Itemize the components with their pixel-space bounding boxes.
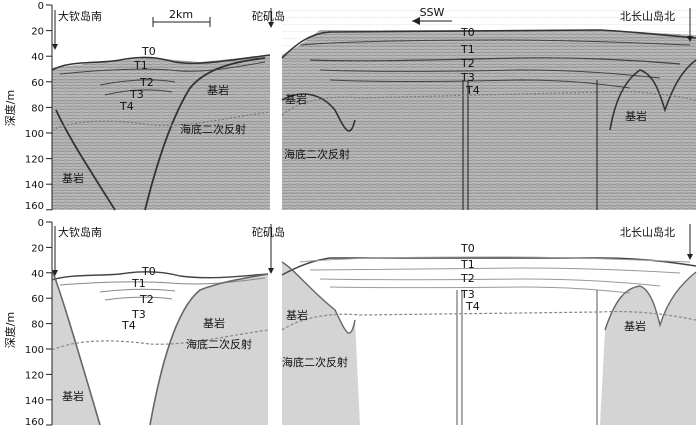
bottom-tick-0: 0 (38, 218, 44, 229)
top-y-axis-label: 深度/m (3, 90, 17, 126)
bottom-panel: 0 20 40 60 80 100 120 140 160 深度/m (3, 218, 697, 428)
top-left-location: 大钦岛南 (58, 9, 102, 23)
bottom-right-T1: T1 (460, 258, 475, 271)
bottom-left-location: 大钦岛南 (58, 225, 102, 239)
bottom-bedrock-3: 基岩 (286, 308, 308, 322)
top-right-T4: T4 (465, 84, 480, 97)
bottom-right-bedrock-fill (282, 262, 360, 425)
top-right-T1: T1 (460, 43, 475, 56)
top-bedrock-2: 基岩 (62, 171, 84, 185)
bottom-left-seafloor (51, 271, 269, 281)
bottom-right-T0: T0 (460, 242, 475, 255)
top-tick-100: 100 (25, 129, 44, 140)
bottom-y-axis-label: 深度/m (3, 312, 17, 348)
bottom-tick-100: 100 (25, 345, 44, 356)
top-left-T4: T4 (119, 100, 134, 113)
top-right-location: 北长山岛北 (620, 9, 675, 23)
bottom-tick-20: 20 (31, 243, 44, 254)
bottom-right-seafloor (281, 257, 697, 276)
bottom-left-T4: T4 (121, 319, 136, 332)
top-left-T0: T0 (141, 45, 156, 58)
top-multiple-1: 海底二次反射 (180, 122, 246, 136)
bottom-left-T2: T2 (139, 293, 154, 306)
top-tick-80: 80 (31, 103, 44, 114)
top-left-T1: T1 (133, 59, 148, 72)
top-bedrock-4: 基岩 (625, 109, 647, 123)
top-right-multiple (281, 90, 697, 116)
top-right-bedrock-line (281, 93, 356, 132)
top-left-bedrock-line (55, 109, 116, 211)
bottom-right-T3: T3 (460, 288, 475, 301)
top-multiple-2: 海底二次反射 (284, 147, 350, 161)
top-tick-60: 60 (31, 78, 44, 89)
bottom-tick-60: 60 (31, 294, 44, 305)
bottom-right-T4: T4 (465, 300, 480, 313)
top-right-T0: T0 (460, 26, 475, 39)
bottom-middle-location: 砣矶岛 (252, 225, 285, 239)
top-left-seafloor (51, 54, 271, 71)
bottom-left-T0: T0 (141, 265, 156, 278)
scale-bar: 2km (152, 8, 211, 27)
bottom-right-T2: T2 (460, 272, 475, 285)
top-right-horizon (299, 39, 691, 46)
bottom-tick-140: 140 (25, 396, 44, 407)
top-tick-0: 0 (38, 1, 44, 12)
bottom-depth-axis: 0 20 40 60 80 100 120 140 160 深度/m (3, 218, 53, 428)
bottom-bedrock-1: 基岩 (203, 316, 225, 330)
bottom-tick-80: 80 (31, 320, 44, 331)
top-depth-axis: 0 20 40 60 80 100 120 140 160 深度/m (3, 1, 53, 212)
top-right-T3: T3 (460, 71, 475, 84)
top-left-horizon (59, 61, 266, 75)
top-tick-160: 160 (25, 201, 44, 212)
bottom-tick-160: 160 (25, 417, 44, 428)
top-middle-location: 砣矶岛 (252, 9, 285, 23)
top-tick-40: 40 (31, 52, 44, 63)
bottom-tick-40: 40 (31, 269, 44, 280)
bottom-tick-120: 120 (25, 370, 44, 381)
top-left-multiple (51, 111, 271, 131)
top-panel: 0 20 40 60 80 100 120 140 160 深度/m (3, 1, 697, 212)
direction-label: SSW (420, 6, 445, 19)
direction-indicator: SSW (412, 6, 452, 25)
top-tick-140: 140 (25, 180, 44, 191)
top-bedrock-3: 基岩 (285, 92, 307, 106)
top-tick-20: 20 (31, 27, 44, 38)
scale-bar-label: 2km (169, 8, 193, 21)
bottom-multiple-2: 海底二次反射 (282, 355, 348, 369)
bottom-left-T3: T3 (131, 308, 146, 321)
top-bedrock-1: 基岩 (207, 83, 229, 97)
bottom-left-T1: T1 (131, 277, 146, 290)
top-left-T3: T3 (129, 88, 144, 101)
top-right-seafloor (281, 29, 697, 59)
bottom-bedrock-2: 基岩 (62, 389, 84, 403)
top-right-T2: T2 (460, 57, 475, 70)
bottom-right-multiple (281, 310, 697, 331)
top-tick-120: 120 (25, 155, 44, 166)
top-left-T2: T2 (139, 76, 154, 89)
bottom-bedrock-4: 基岩 (624, 319, 646, 333)
bottom-multiple-1: 海底二次反射 (186, 337, 252, 351)
bottom-right-location: 北长山岛北 (620, 225, 675, 239)
